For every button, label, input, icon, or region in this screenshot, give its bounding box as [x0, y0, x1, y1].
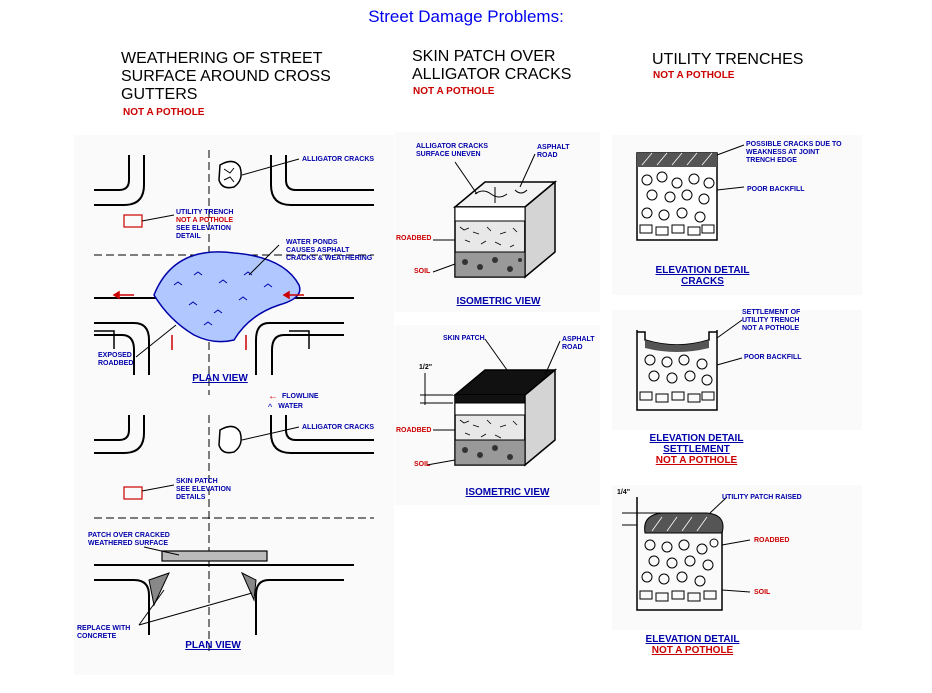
- plan-view-1-caption: PLAN VIEW: [192, 373, 248, 384]
- e2-caption: ELEVATION DETAIL SETTLEMENT NOT A POTHOL…: [634, 433, 759, 466]
- skin-patch-line: SEE ELEVATION: [176, 486, 231, 493]
- legend-water: ^ WATER: [268, 402, 319, 412]
- detail-label: DETAIL: [176, 233, 201, 240]
- elevation-2-drawing: [612, 310, 862, 430]
- col2-status: NOT A POTHOLE: [413, 86, 495, 97]
- exposed-line: ROADBED: [98, 360, 134, 367]
- alligator-cracks-label-2: ALLIGATOR CRACKS: [302, 424, 375, 431]
- water-label: WATER: [278, 403, 303, 410]
- iso2-soil-label: SOIL: [414, 461, 431, 468]
- iso1-alligator-line: SURFACE UNEVEN: [416, 151, 481, 158]
- water-ponds-line: WATER PONDS: [286, 239, 338, 246]
- col2-heading-line: ALLIGATOR CRACKS: [412, 66, 572, 83]
- patch-over-note: PATCH OVER CRACKED WEATHERED SURFACE: [88, 532, 170, 548]
- col1-heading-line: SURFACE AROUND CROSS: [121, 68, 331, 85]
- iso2-asphalt-note: ASPHALT ROAD: [562, 336, 595, 352]
- iso1-soil-label: SOIL: [414, 268, 431, 275]
- e1-backfill-label: POOR BACKFILL: [747, 186, 805, 193]
- col2-heading-line: SKIN PATCH OVER: [412, 48, 556, 65]
- e1-possible-line: TRENCH EDGE: [746, 157, 797, 164]
- col2-heading: SKIN PATCH OVER ALLIGATOR CRACKS: [412, 48, 571, 84]
- isometric-view-2-drawing: [395, 325, 600, 505]
- col1-heading: WEATHERING OF STREET SURFACE AROUND CROS…: [121, 50, 331, 104]
- iso2-caption: ISOMETRIC VIEW: [465, 487, 550, 498]
- col3-status: NOT A POTHOLE: [653, 70, 735, 81]
- iso2-roadbed-label: ROADBED: [396, 427, 432, 434]
- not-pothole-label: NOT A POTHOLE: [176, 217, 234, 224]
- e1-caption-line: ELEVATION DETAIL: [655, 265, 750, 276]
- col3-heading: UTILITY TRENCHES: [652, 51, 804, 68]
- patch-over-line: PATCH OVER CRACKED: [88, 532, 170, 539]
- col1-heading-line: WEATHERING OF STREET: [121, 50, 323, 67]
- iso1-asphalt-line: ASPHALT: [537, 144, 570, 151]
- iso2-asphalt-line: ASPHALT: [562, 336, 595, 343]
- e2-caption-line: SETTLEMENT: [663, 444, 730, 455]
- e1-possible-note: POSSIBLE CRACKS DUE TO WEAKNESS AT JOINT…: [746, 141, 842, 165]
- iso2-skin-patch-label: SKIN PATCH: [443, 335, 485, 342]
- legend-flowline: ← FLOWLINE: [268, 391, 319, 402]
- iso2-asphalt-line: ROAD: [562, 344, 583, 351]
- replace-note: REPLACE WITH CONCRETE: [77, 625, 130, 641]
- e3-quarter-inch-label: 1/4": [617, 489, 631, 496]
- e1-possible-line: WEAKNESS AT JOINT: [746, 149, 820, 156]
- isometric-view-1-drawing: [395, 132, 600, 312]
- e3-caption: ELEVATION DETAIL NOT A POTHOLE: [630, 634, 755, 656]
- alligator-cracks-label: ALLIGATOR CRACKS: [302, 156, 375, 163]
- skin-patch-line: DETAILS: [176, 494, 206, 501]
- water-caret-icon: ^: [268, 402, 273, 412]
- plan-view-1-drawing: [74, 135, 394, 675]
- e3-status: NOT A POTHOLE: [651, 645, 734, 656]
- iso1-caption: ISOMETRIC VIEW: [456, 296, 541, 307]
- exposed-line: EXPOSED: [98, 352, 132, 359]
- utility-trench-note: UTILITY TRENCH NOT A POTHOLE SEE ELEVATI…: [176, 209, 233, 241]
- e2-settlement-line: SETTLEMENT OF: [742, 309, 801, 316]
- water-ponds-line: CRACKS & WEATHERING: [286, 255, 373, 262]
- e1-possible-line: POSSIBLE CRACKS DUE TO: [746, 141, 842, 148]
- iso1-alligator-line: ALLIGATOR CRACKS: [416, 143, 489, 150]
- elevation-1-drawing: [612, 135, 862, 295]
- page-title: Street Damage Problems:: [368, 7, 564, 26]
- e3-roadbed-label: ROADBED: [754, 537, 790, 544]
- iso1-asphalt-line: ROAD: [537, 152, 558, 159]
- col1-status: NOT A POTHOLE: [123, 107, 205, 118]
- water-ponds-note: WATER PONDS CAUSES ASPHALT CRACKS & WEAT…: [286, 239, 372, 263]
- flowline-arrow-icon: ←: [268, 391, 278, 402]
- patch-over-line: WEATHERED SURFACE: [88, 540, 168, 547]
- e3-raised-label: UTILITY PATCH RAISED: [722, 494, 802, 501]
- e1-caption: ELEVATION DETAIL CRACKS: [640, 265, 765, 287]
- e1-caption-line: CRACKS: [681, 276, 724, 287]
- e2-caption-line: ELEVATION DETAIL: [649, 433, 744, 444]
- see-elevation-label: SEE ELEVATION: [176, 225, 231, 232]
- skin-patch-line: SKIN PATCH: [176, 478, 218, 485]
- exposed-roadbed-note: EXPOSED ROADBED: [98, 352, 133, 368]
- replace-line: CONCRETE: [77, 633, 117, 640]
- skin-patch-note: SKIN PATCH SEE ELEVATION DETAILS: [176, 478, 231, 502]
- utility-trench-label: UTILITY TRENCH: [176, 209, 234, 216]
- e3-caption-line: ELEVATION DETAIL: [645, 634, 740, 645]
- iso2-half-inch-label: 1/2": [419, 364, 433, 371]
- flowline-label: FLOWLINE: [282, 392, 319, 400]
- col1-heading-line: GUTTERS: [121, 86, 198, 103]
- e2-settlement-line: UTILITY TRENCH: [742, 317, 800, 324]
- water-ponds-line: CAUSES ASPHALT: [286, 247, 350, 254]
- e2-settlement-line: NOT A POTHOLE: [742, 325, 800, 332]
- replace-line: REPLACE WITH: [77, 625, 131, 632]
- legend: ← FLOWLINE ^ WATER: [268, 391, 319, 412]
- e2-settlement-note: SETTLEMENT OF UTILITY TRENCH NOT A POTHO…: [742, 309, 800, 333]
- plan-view-2-caption: PLAN VIEW: [185, 640, 241, 651]
- iso1-alligator-note: ALLIGATOR CRACKS SURFACE UNEVEN: [416, 143, 488, 159]
- elevation-3-drawing: [612, 485, 862, 630]
- e2-status: NOT A POTHOLE: [655, 455, 738, 466]
- iso1-asphalt-note: ASPHALT ROAD: [537, 144, 570, 160]
- e3-soil-label: SOIL: [754, 589, 771, 596]
- e2-backfill-label: POOR BACKFILL: [744, 354, 802, 361]
- iso1-roadbed-label: ROADBED: [396, 235, 432, 242]
